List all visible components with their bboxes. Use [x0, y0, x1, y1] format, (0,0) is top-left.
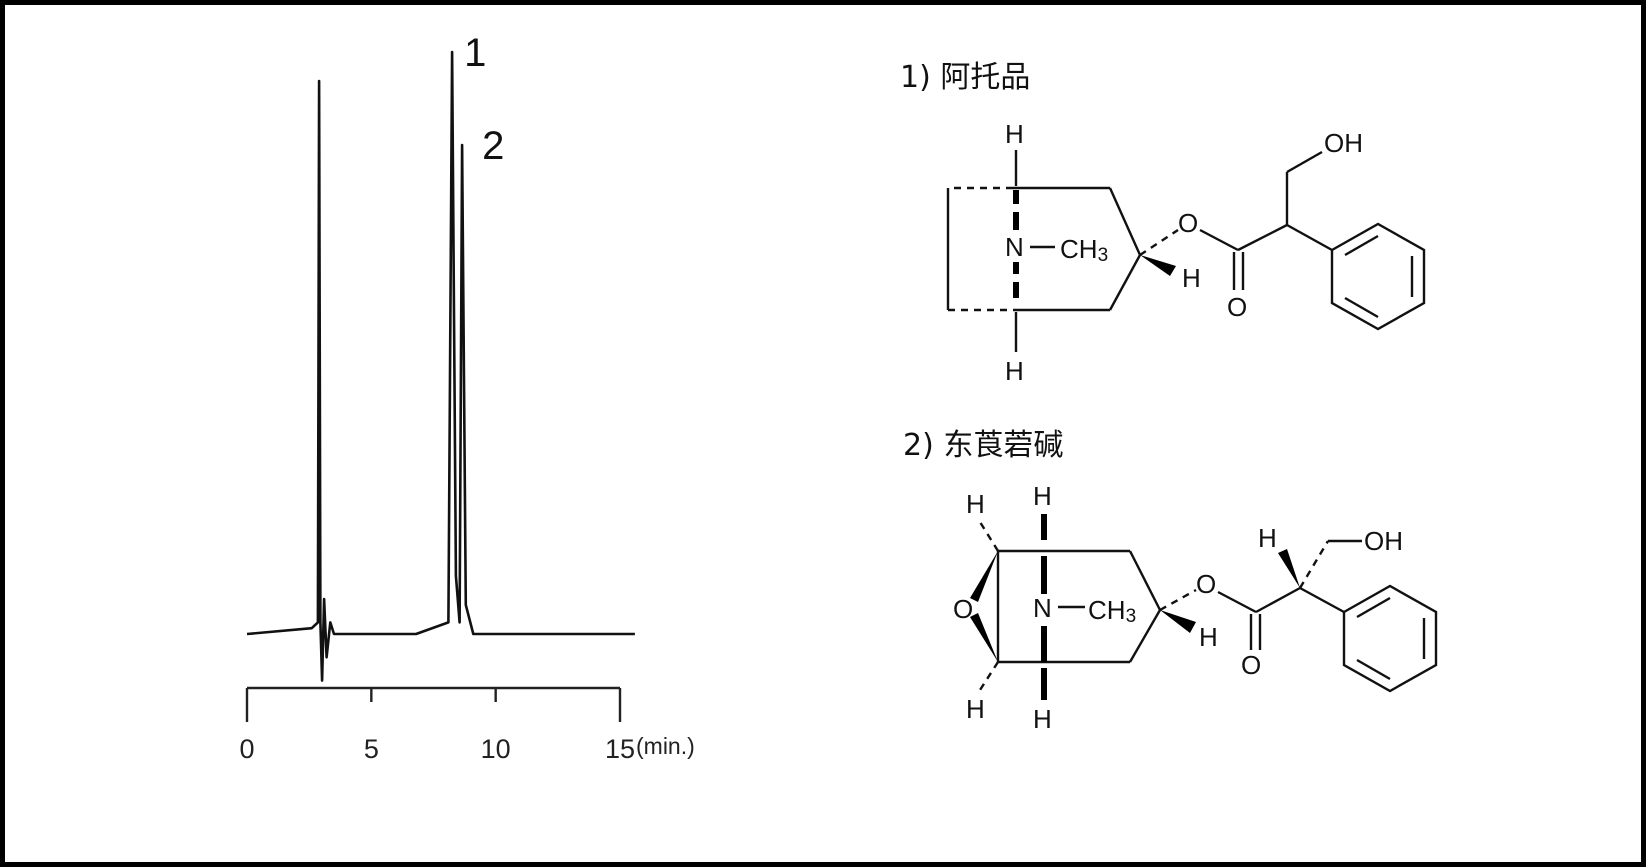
x-tick-label: 10	[481, 734, 511, 764]
peak-label: 2	[482, 124, 504, 168]
peak-label: 1	[464, 31, 486, 75]
chromatogram-trace	[246, 50, 635, 682]
x-axis-unit: (min.)	[636, 733, 695, 759]
x-tick-label: 0	[239, 734, 254, 764]
compound-2-title: 2) 东莨菪碱	[903, 428, 1064, 463]
compound-1-title: 1) 阿托品	[900, 60, 1031, 95]
x-tick-label: 15	[605, 734, 635, 764]
x-axis: 0 5 10 15(min.)	[239, 686, 695, 764]
chromatogram-chart: 1 2 0 5 10 15(min.)	[239, 31, 695, 764]
x-tick-label: 5	[364, 734, 379, 764]
